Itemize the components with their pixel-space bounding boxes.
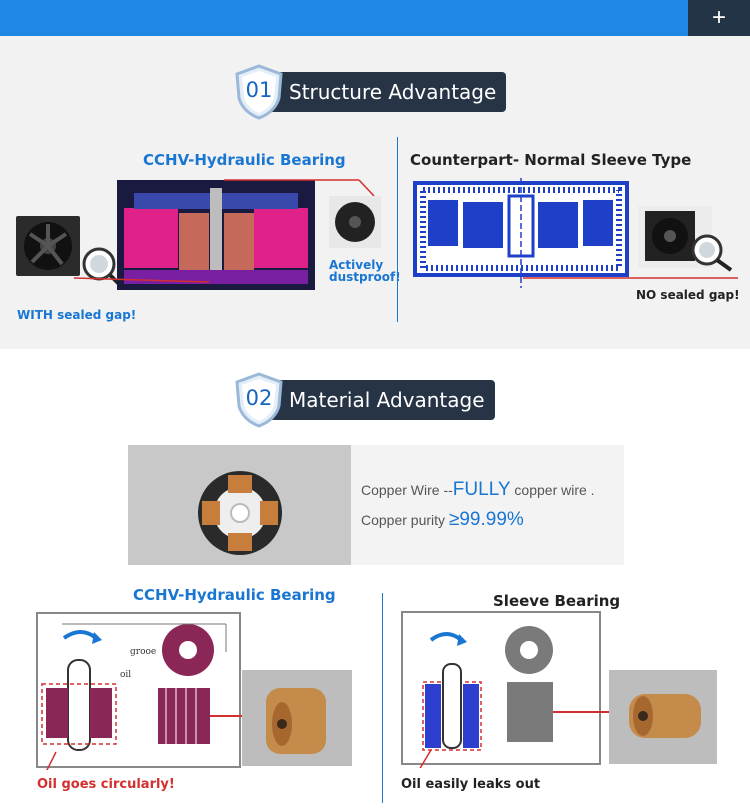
section1-divider (397, 137, 398, 322)
hydraulic-bearing-title: CCHV-Hydraulic Bearing (143, 151, 346, 169)
plus-button[interactable]: + (688, 0, 750, 36)
stator-photo (128, 445, 351, 565)
copper-wire-line: Copper Wire --FULLY copper wire . (361, 479, 595, 501)
purity-value: ≥99.99% (448, 509, 524, 530)
dustproof-note-line1: Actively (329, 258, 384, 272)
copper-purity-line: Copper purity ≥99.99% (361, 509, 524, 531)
top-bar: + (0, 0, 750, 36)
copper-wire-panel: Copper Wire --FULLY copper wire . Copper… (128, 445, 624, 565)
sleeve-bearing-diagram (401, 611, 717, 768)
hydraulic-bearing-illustration (16, 179, 381, 290)
copper-highlight: FULLY (452, 479, 511, 500)
dustproof-note-line2: dustproof! (329, 270, 401, 284)
no-sealed-gap-note: NO sealed gap! (636, 288, 740, 302)
badge-number: 01 (245, 78, 273, 102)
badge-number: 02 (245, 386, 273, 410)
hydraulic-bearing-title-2: CCHV-Hydraulic Bearing (133, 586, 336, 604)
sleeve-bearing-title: Sleeve Bearing (493, 592, 621, 610)
purity-prefix: Copper purity (361, 512, 449, 528)
structure-badge: 01 Structure Advantage (233, 64, 507, 120)
groove-label: grooe (130, 647, 157, 657)
section-title: Material Advantage (271, 380, 495, 420)
hydraulic-bearing-diagram (36, 612, 352, 770)
oil-leak-note: Oil easily leaks out (401, 777, 541, 792)
oil-circular-note: Oil goes circularly! (37, 777, 175, 792)
sleeve-type-blueprint (413, 178, 738, 288)
copper-prefix: Copper Wire -- (361, 482, 453, 498)
sleeve-type-title: Counterpart- Normal Sleeve Type (410, 151, 692, 169)
material-badge: 02 Material Advantage (233, 372, 495, 428)
shield-icon: 01 (233, 64, 285, 120)
copper-suffix: copper wire . (510, 482, 595, 498)
section2-divider (382, 593, 383, 803)
section-title: Structure Advantage (271, 72, 507, 112)
shield-icon: 02 (233, 372, 285, 428)
oil-label: oil (120, 670, 132, 680)
sealed-gap-note: WITH sealed gap! (17, 308, 137, 322)
